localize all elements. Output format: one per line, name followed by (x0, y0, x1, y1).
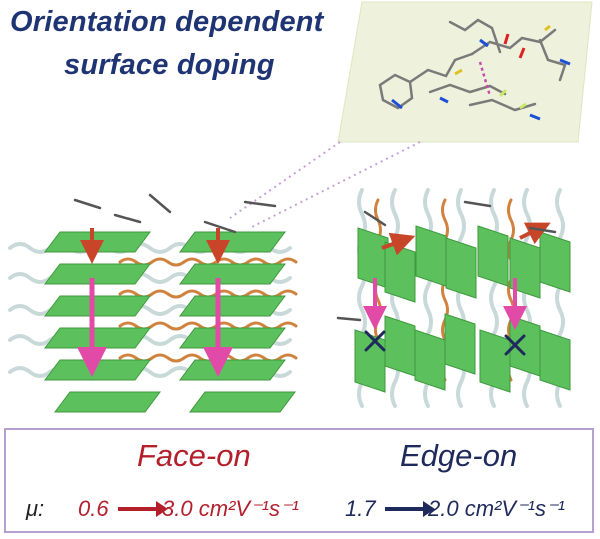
edge-on-mobility-to: 2.0 cm²V⁻¹s⁻¹ (428, 496, 565, 521)
face-on-mobility-from: 0.6 (78, 496, 109, 521)
mobility-panel (4, 428, 594, 533)
face-on-arrow (118, 501, 168, 517)
edge-on-mobility-from: 1.7 (345, 496, 376, 521)
connector-right (249, 141, 421, 229)
title-line-2: surface doping (64, 49, 275, 81)
mobility-symbol: μ: (26, 496, 45, 521)
edge-on-stack (336, 188, 571, 408)
edge-on-label: Edge-on (400, 438, 518, 473)
face-on-mobility-to: 3.0 cm²V⁻¹s⁻¹ (162, 496, 299, 521)
doping-diagram (8, 1, 593, 413)
title-line-1: Orientation dependent (10, 6, 324, 38)
molecule-inset (337, 1, 593, 143)
face-on-stack (8, 193, 298, 413)
edge-on-arrow (385, 501, 435, 517)
connector-left (229, 141, 341, 219)
face-on-label: Face-on (137, 438, 251, 473)
